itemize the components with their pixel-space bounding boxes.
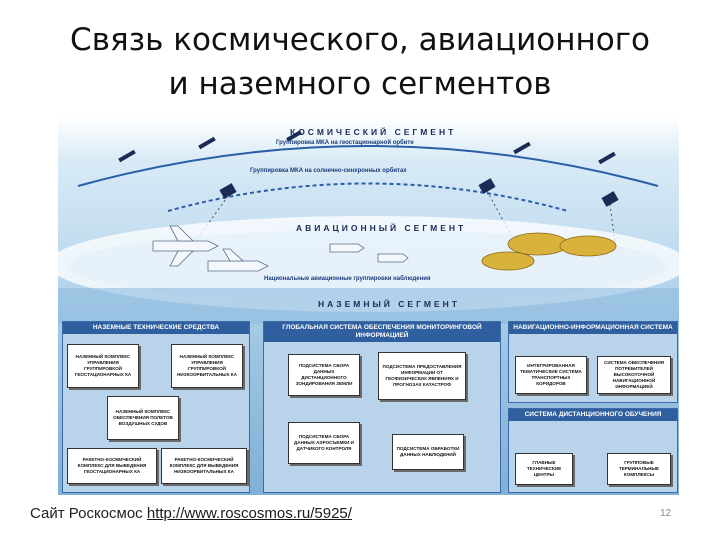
box-terminal-complexes: ГРУППОВЫЕ ТЕРМИНАЛЬНЫЕ КОМПЛЕКСЫ — [607, 453, 671, 485]
footer-source-label: Сайт Роскосмос — [30, 505, 143, 522]
footer-source-link[interactable]: http://www.roscosmos.ru/5925/ — [147, 505, 352, 522]
box-geophysical-info: ПОДСИСТЕМА ПРЕДОСТАВЛЕНИЯ ИНФОРМАЦИИ ОТ … — [378, 352, 466, 400]
panel-distance-learning-heading: СИСТЕМА ДИСТАНЦИОННОГО ОБУЧЕНИЯ — [509, 409, 677, 421]
space-segment-label: КОСМИЧЕСКИЙ СЕГМЕНТ — [290, 127, 456, 137]
panel-distance-learning: СИСТЕМА ДИСТАНЦИОННОГО ОБУЧЕНИЯ ГЛАВНЫЕ … — [508, 408, 678, 493]
box-transport-corridors: ИНТЕГРИРОВАННАЯ ТЕМАТИЧЕСКИЕ СИСТЕМА ТРА… — [515, 356, 587, 394]
box-data-processing: ПОДСИСТЕМА ОБРАБОТКИ ДАННЫХ НАБЛЮДЕНИЙ — [392, 434, 464, 470]
box-launch-geo: РАКЕТНО-КОСМИЧЕСКИЙ КОМПЛЕКС ДЛЯ ВЫВЕДЕН… — [67, 448, 157, 484]
title-line-1: Связь космического, авиационного — [0, 18, 720, 62]
geo-orbit-arc — [78, 146, 658, 186]
title-line-2: и наземного сегментов — [0, 62, 720, 106]
aviation-segment-label: АВИАЦИОННЫЙ СЕГМЕНТ — [296, 223, 466, 233]
geo-group-label: Группировка МКА на геостационарной орбит… — [276, 140, 414, 146]
panel-global-monitoring-heading: ГЛОБАЛЬНАЯ СИСТЕМА ОБЕСПЕЧЕНИЯ МОНИТОРИН… — [264, 322, 500, 342]
segments-diagram: КОСМИЧЕСКИЙ СЕГМЕНТ Группировка МКА на г… — [58, 116, 679, 495]
panel-navigation-heading: НАВИГАЦИОННО-ИНФОРМАЦИОННАЯ СИСТЕМА — [509, 322, 677, 334]
box-technical-centers: ГЛАВНЫЕ ТЕХНИЧЕСКИЕ ЦЕНТРЫ — [515, 453, 573, 485]
aviation-groups-label: Национальные авиационные группировки наб… — [264, 276, 430, 282]
panel-global-monitoring: ГЛОБАЛЬНАЯ СИСТЕМА ОБЕСПЕЧЕНИЯ МОНИТОРИН… — [263, 321, 501, 493]
box-remote-sensing: ПОДСИСТЕМА СБОРА ДАННЫХ ДИСТАНЦИОННОГО З… — [288, 354, 360, 396]
box-geo-control: НАЗЕМНЫЙ КОМПЛЕКС УПРАВЛЕНИЯ ГРУППИРОВКО… — [67, 344, 139, 388]
panel-navigation: НАВИГАЦИОННО-ИНФОРМАЦИОННАЯ СИСТЕМА ИНТЕ… — [508, 321, 678, 403]
page-number: 12 — [660, 508, 671, 519]
box-leo-control: НАЗЕМНЫЙ КОМПЛЕКС УПРАВЛЕНИЯ ГРУППИРОВКО… — [171, 344, 243, 388]
ground-segment-label: НАЗЕМНЫЙ СЕГМЕНТ — [318, 299, 460, 309]
box-launch-leo: РАКЕТНО-КОСМИЧЕСКИЙ КОМПЛЕКС ДЛЯ ВЫВЕДЕН… — [161, 448, 247, 484]
box-aerial-survey: ПОДСИСТЕМА СБОРА ДАННЫХ АЭРОСЪЕМКИ И ДАТ… — [288, 422, 360, 464]
panel-ground-tech: НАЗЕМНЫЕ ТЕХНИЧЕСКИЕ СРЕДСТВА НАЗЕМНЫЙ К… — [62, 321, 250, 493]
box-flight-support: НАЗЕМНЫЙ КОМПЛЕКС ОБЕСПЕЧЕНИЯ ПОЛЕТОВ ВО… — [107, 396, 179, 440]
slide-footer: Сайт Роскосмос http://www.roscosmos.ru/5… — [30, 505, 352, 522]
sso-group-label: Группировка МКА на солнечно-синхронных о… — [250, 168, 407, 174]
slide-title: Связь космического, авиационного и назем… — [0, 18, 720, 106]
panel-ground-tech-heading: НАЗЕМНЫЕ ТЕХНИЧЕСКИЕ СРЕДСТВА — [63, 322, 249, 334]
box-precise-navigation: СИСТЕМА ОБЕСПЕЧЕНИЯ ПОТРЕБИТЕЛЕЙ ВЫСОКОТ… — [597, 356, 671, 394]
